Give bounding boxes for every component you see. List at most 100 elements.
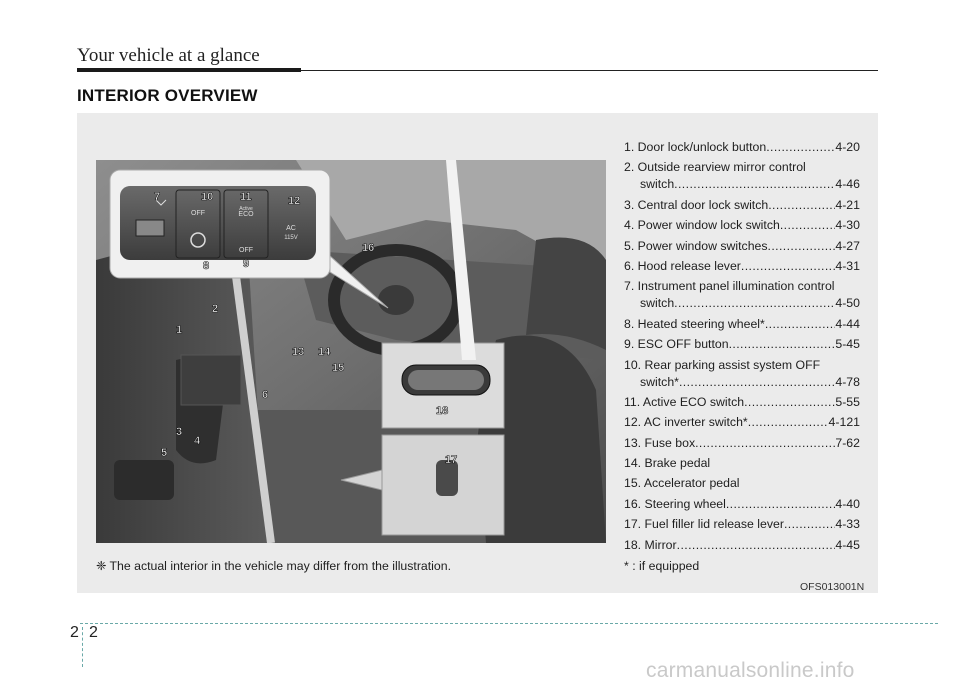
door-trim — [180, 354, 242, 406]
heated-steering-icon — [190, 232, 206, 248]
legend-label: 1. Door lock/unlock button — [624, 140, 767, 154]
a-pillar — [446, 160, 476, 360]
header-rule-thick — [77, 68, 301, 72]
legend-item: 11. Active ECO switch...................… — [624, 394, 860, 411]
legend-item: 13. Fuse box............................… — [624, 435, 860, 452]
legend-item: 16. Steering wheel......................… — [624, 496, 860, 513]
legend-item: 15. Accelerator pedal — [624, 475, 860, 492]
callout-17: 17 — [445, 454, 457, 466]
callout-1: 1 — [176, 324, 182, 336]
illustration-footnote: ❈ The actual interior in the vehicle may… — [96, 559, 452, 573]
switch-cluster — [120, 186, 316, 260]
interior-illustration: OFF Active ECO OFF AC 115V 1 2 3 4 5 6 7… — [96, 160, 606, 543]
callout-16: 16 — [362, 242, 374, 254]
watermark: carmanualsonline.info — [646, 659, 855, 682]
legend-page-ref: 4-46 — [835, 177, 860, 192]
eco-top-label: Active — [239, 206, 253, 212]
legend-item: 8. Heated steering wheel*...............… — [624, 316, 860, 333]
switch-panel-inset: OFF Active ECO OFF AC 115V — [109, 169, 389, 309]
footer-vertical-rule — [82, 627, 83, 667]
door-pocket — [114, 460, 174, 500]
leader-dots: ........................................… — [747, 415, 829, 430]
leader-dots: ........................................… — [674, 177, 835, 192]
leader-dots: ........................................… — [768, 197, 835, 212]
callout-3: 3 — [176, 426, 182, 438]
legend-page-ref: 4-121 — [828, 415, 860, 430]
steering-hub — [378, 285, 414, 315]
callout-4: 4 — [194, 435, 201, 447]
callout-8: 8 — [203, 260, 209, 272]
section-heading: INTERIOR OVERVIEW — [77, 86, 258, 105]
chapter-title: Your vehicle at a glance — [77, 45, 260, 66]
footer-dashed-rule — [80, 623, 938, 624]
leader-dots: ........................................… — [674, 296, 835, 311]
legend-item: 12. AC inverter switch*.................… — [624, 414, 860, 431]
leader-dots: ........................................… — [783, 517, 835, 532]
legend-label: 2. Outside rearview mirror control — [624, 160, 806, 175]
chapter-number: 2 — [70, 624, 79, 641]
legend-label: 13. Fuse box — [624, 435, 696, 450]
fuel-filler-lever — [436, 460, 458, 496]
callout-18: 18 — [436, 405, 448, 417]
image-code: OFS013001N — [800, 581, 865, 593]
switch-10-8-block — [175, 189, 221, 259]
legend-page-ref: 4-30 — [835, 218, 860, 233]
leader-dots: ........................................… — [676, 537, 836, 552]
callout-6: 6 — [262, 389, 268, 401]
fuel-lever-inset — [340, 434, 505, 536]
callout-13: 13 — [292, 346, 304, 358]
esc-off-label: OFF — [239, 247, 253, 254]
legend-label: 7. Instrument panel illumination control — [624, 279, 835, 294]
legend-label-continued: switch* — [640, 374, 679, 389]
legend-page-ref: 4-78 — [835, 374, 860, 389]
legend-page-ref: 4-44 — [835, 316, 860, 331]
p-off-label: OFF — [191, 210, 205, 217]
legend-label: 11. Active ECO switch — [624, 394, 745, 409]
leader-dots: ........................................… — [779, 218, 836, 233]
legend-list: 1. Door lock/unlock button..............… — [624, 139, 860, 554]
legend-page-ref: 4-33 — [835, 517, 860, 532]
callout-12: 12 — [288, 195, 300, 207]
legend-label: 4. Power window lock switch — [624, 218, 780, 233]
inset-pointer — [329, 254, 389, 309]
legend-item: 3. Central door lock switch.............… — [624, 197, 860, 214]
legend-page-ref: 4-20 — [835, 140, 860, 154]
leader-dots: ........................................… — [764, 316, 836, 331]
legend-page-ref: 5-55 — [835, 394, 860, 409]
callout-10: 10 — [201, 191, 213, 203]
leader-dots: ........................................… — [766, 140, 835, 154]
legend-item: 6. Hood release lever...................… — [624, 258, 860, 275]
leader-dots: ........................................… — [728, 337, 836, 352]
leader-dots: ........................................… — [725, 496, 836, 511]
equipped-note: * : if equipped — [624, 559, 700, 573]
legend-item: 1. Door lock/unlock button..............… — [624, 139, 860, 156]
legend-label: 15. Accelerator pedal — [624, 476, 740, 491]
legend-item: 10. Rear parking assist system OFF switch… — [624, 357, 860, 391]
illumination-dimmer — [135, 219, 165, 237]
legend-item: 4. Power window lock switch.............… — [624, 217, 860, 234]
mirror-glass — [408, 370, 484, 390]
legend-label: 3. Central door lock switch — [624, 197, 769, 212]
illumination-icon — [155, 199, 167, 206]
leader-dots: ........................................… — [740, 258, 835, 273]
callout-14: 14 — [318, 346, 331, 358]
legend-page-ref: 5-45 — [835, 337, 860, 352]
legend-label: 16. Steering wheel — [624, 496, 726, 511]
legend-label: 12. AC inverter switch* — [624, 415, 748, 430]
legend-label: 10. Rear parking assist system OFF — [624, 357, 821, 372]
page-number: 2 — [89, 624, 98, 641]
legend-label-continued: switch — [640, 177, 675, 192]
callout-11: 11 — [240, 191, 252, 203]
legend-label: 8. Heated steering wheel* — [624, 316, 765, 331]
legend-label: 6. Hood release lever — [624, 258, 741, 273]
legend-page-ref: 4-40 — [835, 496, 860, 511]
leader-dots: ........................................… — [744, 394, 836, 409]
legend-item: 18. Mirror..............................… — [624, 537, 860, 554]
ac-label: AC — [286, 225, 296, 232]
header-rule-thin — [301, 70, 878, 71]
callout-5: 5 — [161, 447, 167, 459]
legend-label: 5. Power window switches — [624, 238, 768, 253]
eco-label: ECO — [238, 211, 254, 218]
legend-item: 17. Fuel filler lid release lever.......… — [624, 516, 860, 533]
legend-label-continued: switch — [640, 296, 675, 311]
